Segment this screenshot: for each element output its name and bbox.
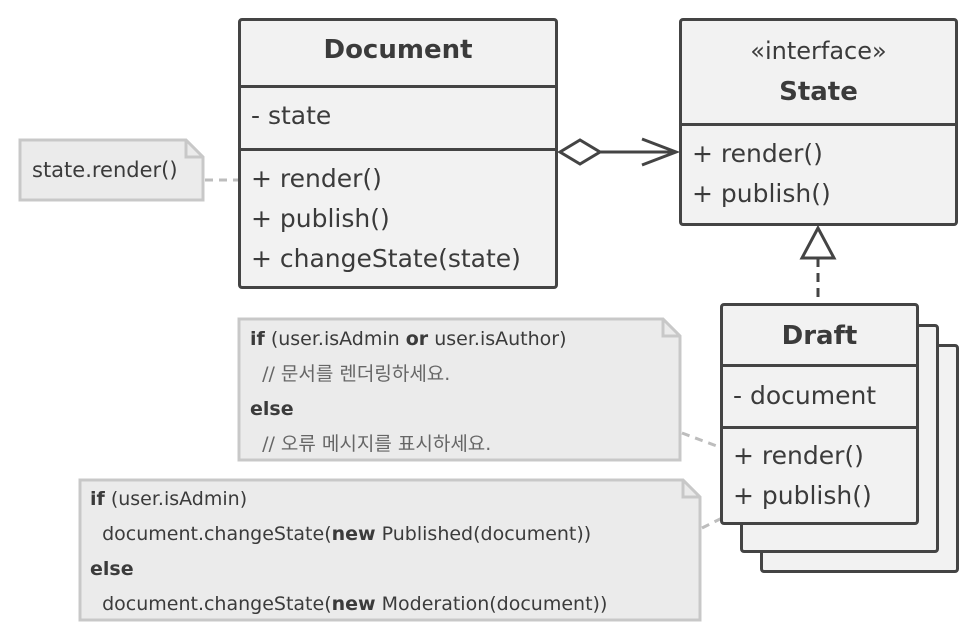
note-draft-render-line2: // 문서를 렌더링하세요. [250, 363, 451, 385]
note-draft-publish-shape [78, 478, 702, 622]
aggregation-arrowhead [641, 137, 681, 167]
note-draft-render-shape [237, 317, 682, 462]
state-methods-section: + render() + publish() [682, 123, 955, 223]
draft-attributes-section: - document [723, 364, 916, 426]
draft-method-render: + render() [733, 441, 864, 470]
document-attributes-section: - state [241, 85, 555, 147]
aggregation-diamond [557, 138, 603, 166]
note-connector-draft-render [681, 431, 723, 450]
note-draft-publish-line3: else [90, 558, 134, 580]
note-connector-draft-publish [701, 516, 723, 530]
document-method-render: + render() [251, 164, 382, 193]
note-draft-publish-line2: document.changeState(new Published(docum… [90, 523, 592, 545]
note-draft-publish-line1: if (user.isAdmin) [90, 488, 248, 510]
note-draft-render-line3: else [250, 398, 294, 420]
state-method-render: + render() [692, 139, 823, 168]
document-method-changestate: + changeState(state) [251, 244, 521, 273]
state-stereotype: «interface» [750, 37, 887, 65]
note-draft-publish-line4: document.changeState(new Moderation(docu… [90, 593, 608, 615]
note-draft-render: if (user.isAdmin or user.isAuthor) // 문서… [250, 322, 567, 462]
draft-method-publish: + publish() [733, 481, 872, 510]
draft-methods-section: + render() + publish() [723, 426, 916, 522]
draft-class-name: Draft [781, 321, 858, 351]
note-draft-publish: if (user.isAdmin) document.changeState(n… [90, 482, 607, 622]
document-class-box: Document - state + render() + publish() … [238, 18, 558, 289]
document-methods-section: + render() + publish() + changeState(sta… [241, 148, 555, 286]
draft-class-box: Draft - document + render() + publish() [720, 303, 919, 525]
draft-attribute-document: - document [733, 381, 877, 410]
note-state-render-shape [18, 138, 205, 202]
note-draft-render-line4: // 오류 메시지를 표시하세요. [250, 433, 492, 455]
document-method-publish: + publish() [251, 204, 390, 233]
note-draft-render-line1: if (user.isAdmin or user.isAuthor) [250, 328, 567, 350]
state-interface-name: State [779, 77, 858, 107]
document-class-name: Document [323, 35, 473, 65]
realization-triangle [799, 224, 837, 260]
note-state-render-text: state.render() [32, 158, 178, 182]
state-method-publish: + publish() [692, 179, 831, 208]
state-interface-box: «interface» State + render() + publish() [679, 18, 958, 226]
document-attribute-state: - state [251, 101, 332, 130]
